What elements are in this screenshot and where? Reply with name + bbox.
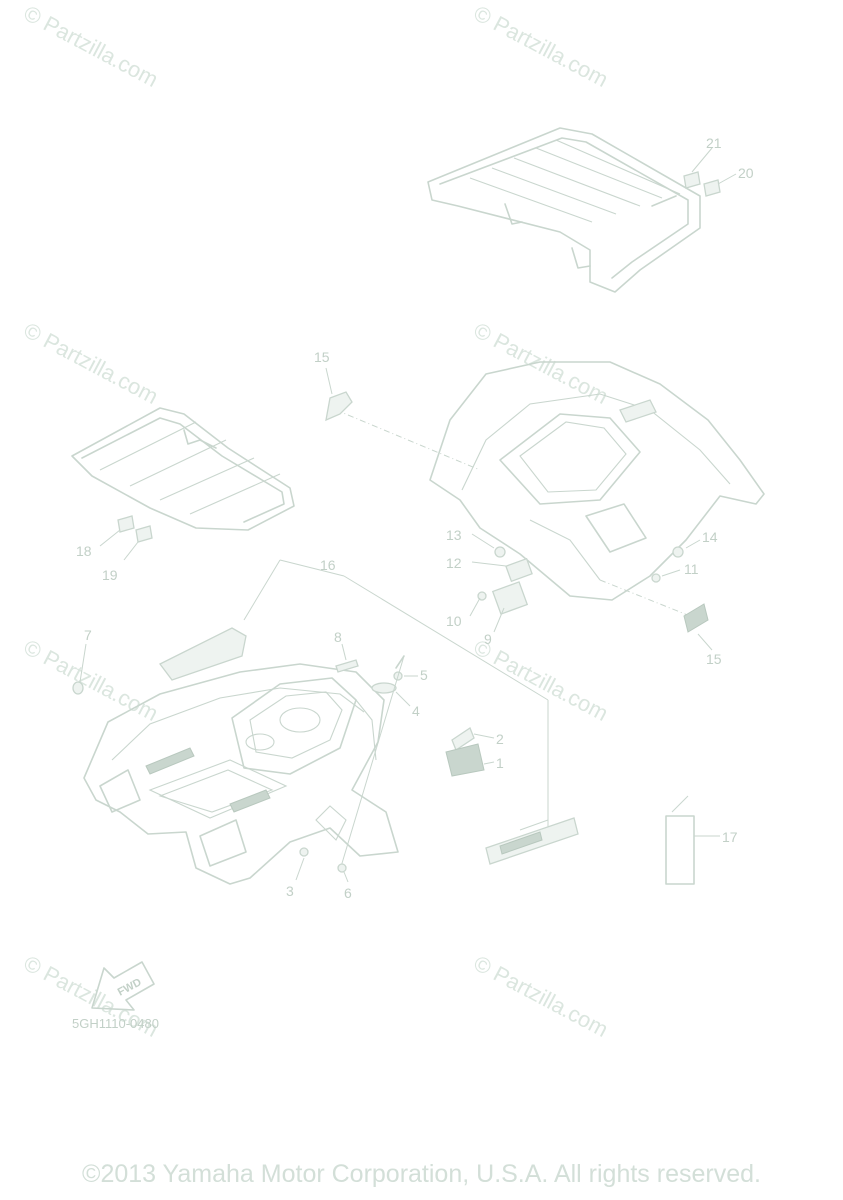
decal-front-b bbox=[229, 789, 271, 813]
rear-fender bbox=[335, 361, 765, 617]
callout-3: 3 bbox=[286, 883, 294, 899]
callout-7: 7 bbox=[84, 627, 92, 643]
callout-19: 19 bbox=[102, 567, 118, 583]
watermark: © Partzilla.com bbox=[20, 634, 163, 726]
watermark: © Partzilla.com bbox=[470, 634, 613, 726]
mud-flap-part-15 bbox=[325, 367, 353, 422]
side-stripe-decal bbox=[485, 817, 579, 865]
watermarks: © Partzilla.com © Partzilla.com © Partzi… bbox=[20, 0, 613, 1042]
callout-5: 5 bbox=[420, 667, 428, 683]
callout-17: 17 bbox=[722, 829, 738, 845]
seat-pad-part-16 bbox=[159, 559, 549, 832]
callout-2: 2 bbox=[496, 731, 504, 747]
warning-label-part-17 bbox=[665, 795, 720, 885]
callout-4: 4 bbox=[412, 703, 420, 719]
decal-front-a bbox=[145, 747, 195, 775]
rear-carrier-rack bbox=[427, 127, 737, 293]
callout-1: 1 bbox=[496, 755, 504, 771]
callout-9: 9 bbox=[484, 631, 492, 647]
decal-rear bbox=[619, 399, 657, 423]
callout-12: 12 bbox=[446, 555, 462, 571]
front-fender-fasteners bbox=[72, 643, 418, 883]
callout-21: 21 bbox=[706, 135, 722, 151]
front-fender bbox=[83, 663, 399, 885]
callout-15-bottom: 15 bbox=[706, 651, 722, 667]
emblem-part-15 bbox=[683, 603, 713, 651]
callout-8: 8 bbox=[334, 629, 342, 645]
label-part-20 bbox=[703, 179, 721, 197]
callout-6: 6 bbox=[344, 885, 352, 901]
watermark: © Partzilla.com bbox=[20, 0, 163, 92]
label-part-21 bbox=[683, 171, 701, 189]
callout-10: 10 bbox=[446, 613, 462, 629]
rear-fender-fasteners bbox=[469, 533, 701, 633]
watermark: © Partzilla.com bbox=[20, 317, 163, 409]
callout-15-top: 15 bbox=[314, 349, 330, 365]
decal-part-1 bbox=[445, 743, 485, 777]
copyright-notice: ©2013 Yamaha Motor Corporation, U.S.A. A… bbox=[82, 1160, 761, 1188]
fwd-label: FWD bbox=[116, 976, 144, 998]
front-carrier-rack bbox=[71, 407, 295, 561]
label-part-18 bbox=[117, 515, 135, 533]
diagram-code: 5GH1110-0480 bbox=[72, 1016, 159, 1031]
watermark: © Partzilla.com bbox=[470, 950, 613, 1042]
callouts: 21 20 15 13 14 12 11 16 18 19 10 9 15 7 … bbox=[76, 135, 754, 901]
watermark: © Partzilla.com bbox=[470, 0, 613, 92]
callout-11: 11 bbox=[684, 561, 699, 577]
side-decals bbox=[445, 727, 495, 777]
decal-part-2 bbox=[451, 727, 475, 751]
callout-13: 13 bbox=[446, 527, 462, 543]
callout-16: 16 bbox=[320, 557, 336, 573]
callout-20: 20 bbox=[738, 165, 754, 181]
callout-14: 14 bbox=[702, 529, 718, 545]
label-part-19 bbox=[135, 525, 153, 543]
callout-18: 18 bbox=[76, 543, 92, 559]
